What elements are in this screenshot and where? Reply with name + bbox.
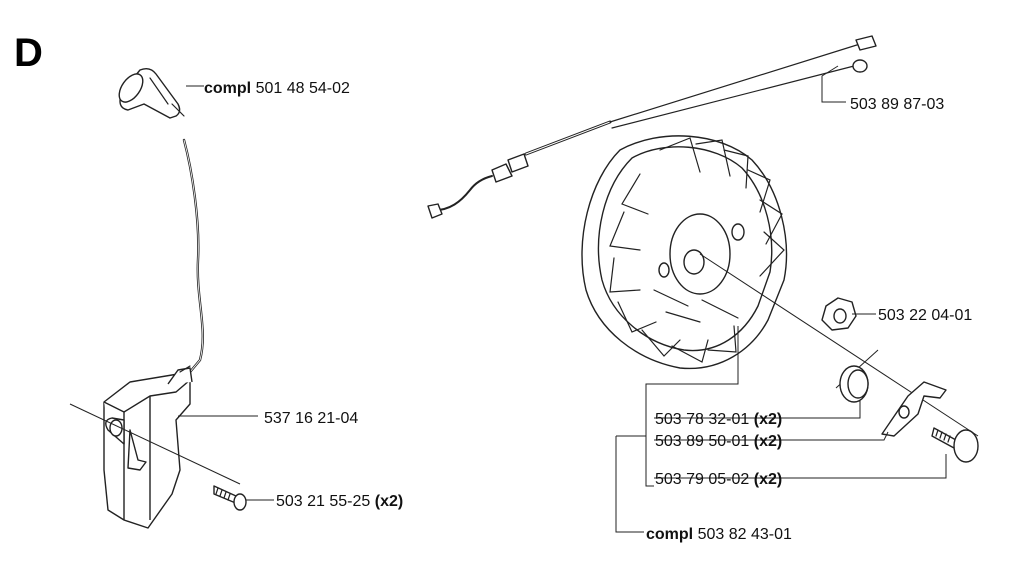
module-axis-line (69, 403, 241, 485)
ht-lead (182, 138, 204, 374)
crankshaft-axis-line (699, 253, 979, 437)
ignition-module (103, 365, 193, 529)
spark-plug-cap (118, 67, 185, 119)
label-spark-cap: compl 501 48 54-02 (204, 80, 350, 97)
spring (835, 349, 879, 403)
ht-lead-inner (183, 139, 204, 373)
label-pin: 503 79 05-02 (x2) (655, 471, 782, 488)
label-spring: 503 78 32-01 (x2) (655, 411, 782, 428)
pin (931, 427, 979, 463)
label-screw: 503 21 55-25 (x2) (276, 493, 403, 510)
flywheel (581, 135, 788, 370)
label-flywheel: compl 503 82 43-01 (646, 526, 792, 543)
screw (213, 485, 247, 511)
pawl (881, 381, 947, 437)
ignition-cable (427, 35, 877, 219)
label-pawl: 503 89 50-01 (x2) (655, 433, 782, 450)
label-nut: 503 22 04-01 (878, 307, 972, 324)
flywheel-nut (821, 297, 857, 331)
label-cable: 503 89 87-03 (850, 96, 944, 113)
leader-lines (178, 65, 947, 533)
section-letter: D (14, 31, 43, 75)
label-ignition-module: 537 16 21-04 (264, 410, 358, 427)
